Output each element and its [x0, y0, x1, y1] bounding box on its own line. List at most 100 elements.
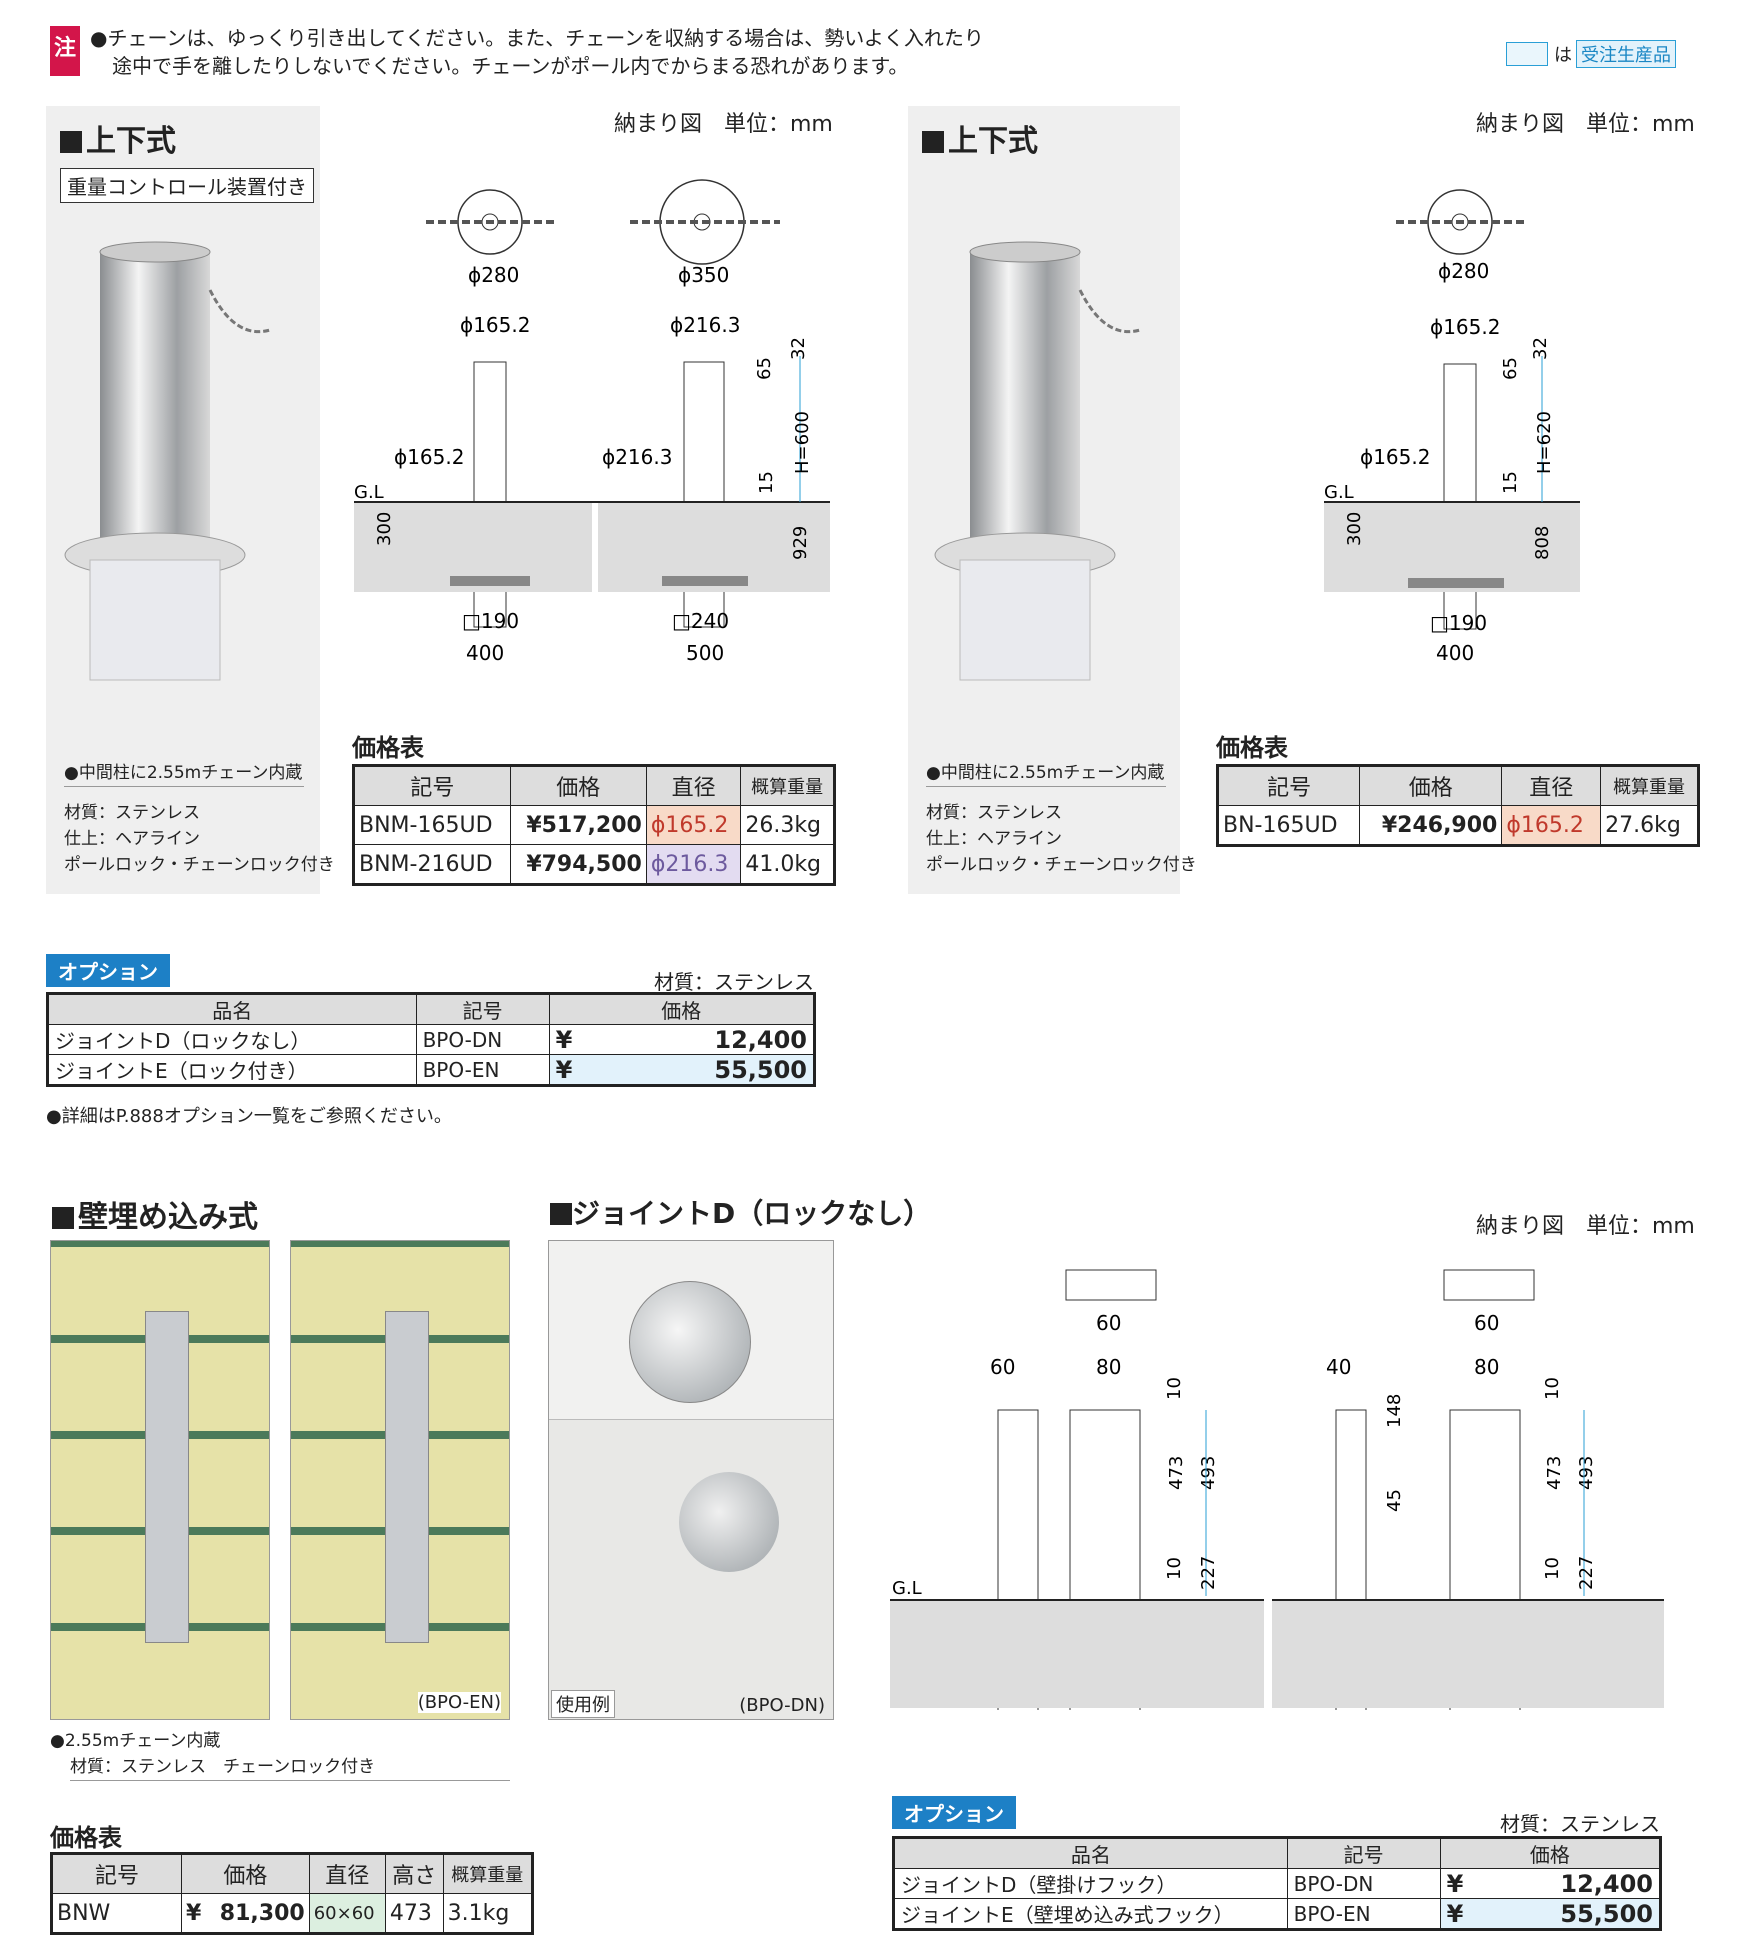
- dim-c9: H=620: [1534, 411, 1555, 474]
- th-code: 記号: [1286, 1837, 1441, 1869]
- joint-cap-icon: [629, 1281, 751, 1403]
- dim-b9: 15: [756, 471, 777, 494]
- dim-e7: 473: [1544, 1456, 1565, 1490]
- row-weight: 41.0kg: [740, 844, 835, 885]
- dim-c4: 300: [1344, 512, 1365, 546]
- row-price: ¥517,200: [509, 805, 647, 845]
- th-price: 価格: [181, 1853, 310, 1894]
- dim-d8: 227: [1198, 1556, 1219, 1590]
- table-row: ジョイントE（壁埋め込み式フック） BPO-EN ¥ 55,500: [893, 1898, 1661, 1930]
- row-height: 473: [384, 1893, 444, 1934]
- option1-badge: オプション: [46, 954, 170, 987]
- th-price: 価格: [509, 765, 647, 806]
- dim-b1: ϕ350: [678, 263, 729, 287]
- section1-spec3: ポールロック・チェーンロック付き: [64, 855, 335, 875]
- th-code: 記号: [51, 1853, 182, 1894]
- section2-drawing: ϕ280 ϕ165.2 ϕ165.2 G.L 300 □190 400 65 3…: [1324, 189, 1580, 665]
- dim-e4: 148: [1384, 1394, 1405, 1428]
- dim-c1: ϕ280: [1438, 259, 1489, 283]
- note-badge: 注: [50, 26, 80, 76]
- th-price: 価格: [1439, 1837, 1662, 1869]
- dim-d5: 473: [1166, 1456, 1187, 1490]
- dim-b5: 500: [686, 641, 724, 665]
- dim-a1: ϕ280: [468, 263, 519, 287]
- row-price: 81,300: [207, 1893, 310, 1934]
- row-code: BPO-DN: [415, 1024, 550, 1055]
- dim-e3: 80: [1474, 1355, 1499, 1379]
- th-height: 高さ: [384, 1853, 444, 1894]
- row-dia: ϕ165.2: [1501, 805, 1602, 846]
- section1-spec1: 材質：ステンレス: [64, 803, 200, 823]
- dim-b6: 65: [754, 357, 775, 380]
- note-text: ●チェーンは、ゆっくり引き出してください。また、チェーンを収納する場合は、勢いよ…: [90, 24, 990, 80]
- section4-title: ジョイントD（ロックなし）: [550, 1192, 931, 1232]
- joint-usage-photo: 使用例 (BPO-DN): [549, 1419, 833, 1719]
- table-row: BNM-165UD ¥517,200 ϕ165.2 26.3kg: [353, 805, 835, 845]
- wall-plate: [385, 1311, 429, 1643]
- dim-c2: ϕ165.2: [1430, 315, 1500, 339]
- option2-material: 材質：ステンレス: [1500, 1812, 1660, 1836]
- section5-drawing: 60 60 60 80 40 80 10 473 493 10 227 148 …: [890, 1269, 1664, 1710]
- dim-c6: 400: [1436, 641, 1474, 665]
- row-price: 55,500: [606, 1054, 816, 1086]
- section2-price-title: 価格表: [1216, 734, 1288, 762]
- dim-a6: 400: [466, 641, 504, 665]
- row-yen: ¥: [1439, 1868, 1488, 1899]
- dim-b4: □240: [672, 609, 729, 633]
- row-code: BPO-EN: [415, 1054, 550, 1086]
- th-code: 記号: [1216, 765, 1361, 806]
- section1-feature: ●中間柱に2.55mチェーン内蔵: [64, 760, 304, 787]
- table-row: BNW ¥ 81,300 60×60 473 3.1kg: [51, 1893, 534, 1934]
- section3-price-title: 価格表: [50, 1824, 122, 1852]
- th-weight: 概算重量: [442, 1853, 534, 1894]
- dim-b3: ϕ216.3: [602, 445, 672, 469]
- row-price: 12,400: [606, 1024, 816, 1055]
- option1-footnote: ●詳細はP.888オプション一覧をご参照ください。: [46, 1106, 452, 1127]
- section1-price-title: 価格表: [352, 734, 424, 762]
- dim-gl-5: G.L: [892, 1578, 922, 1599]
- dim-e6: 10: [1542, 1377, 1563, 1400]
- row-yen: ¥: [548, 1024, 607, 1055]
- bollard-photo-2: [934, 241, 1141, 681]
- th-code: 記号: [415, 993, 550, 1025]
- section2-title: 上下式: [922, 116, 1038, 160]
- option1-table: 品名 記号 価格 ジョイントD（ロックなし） BPO-DN ¥ 12,400 ジ…: [46, 992, 816, 1087]
- dim-d2: 60: [990, 1355, 1015, 1379]
- bollard-photo-1: [64, 241, 271, 681]
- dim-b7: 32: [788, 337, 809, 360]
- section1-unit-label: 納まり図 単位：mm: [614, 112, 833, 137]
- row-code: BPO-EN: [1286, 1898, 1441, 1930]
- row-yen: ¥: [1439, 1898, 1488, 1930]
- dim-a4: 300: [374, 512, 395, 546]
- table-row: BN-165UD ¥246,900 ϕ165.2 27.6kg: [1216, 805, 1699, 846]
- section4-title-marker: [550, 1203, 572, 1225]
- section2-spec2: 仕上：ヘアライン: [926, 829, 1062, 849]
- section4-title-text: ジョイントD（ロックなし）: [572, 1197, 932, 1230]
- th-dia: 直径: [1501, 765, 1602, 806]
- row-code: BNM-216UD: [353, 844, 511, 885]
- dim-e10: 227: [1576, 1556, 1597, 1590]
- row-code: BN-165UD: [1216, 805, 1361, 846]
- row-yen: ¥: [181, 1893, 208, 1934]
- option2-table: 品名 記号 価格 ジョイントD（壁掛けフック） BPO-DN ¥ 12,400 …: [892, 1836, 1662, 1931]
- section2-unit-label: 納まり図 単位：mm: [1476, 112, 1695, 137]
- dim-b2: ϕ216.3: [670, 313, 740, 337]
- row-name: ジョイントD（ロックなし）: [47, 1024, 417, 1055]
- dim-b10: 929: [790, 526, 811, 560]
- made-to-order-swatch: [1506, 42, 1548, 66]
- dim-e8: 493: [1576, 1456, 1597, 1490]
- th-code: 記号: [353, 765, 511, 806]
- section5-unit-label: 納まり図 単位：mm: [1476, 1214, 1695, 1239]
- dim-d4: 10: [1164, 1377, 1185, 1400]
- row-dia: 60×60: [308, 1893, 386, 1934]
- row-price: ¥794,500: [509, 844, 647, 885]
- dim-gl-2: G.L: [1324, 482, 1354, 503]
- row-price: 55,500: [1487, 1898, 1661, 1930]
- section2-spec3: ポールロック・チェーンロック付き: [926, 855, 1197, 875]
- section1-price-table: 記号 価格 直径 概算重量 BNM-165UD ¥517,200 ϕ165.2 …: [352, 764, 836, 886]
- made-to-order-legend: は 受注生産品: [1506, 40, 1676, 68]
- dim-d1: 60: [1096, 1311, 1121, 1335]
- joint-caption: (BPO-DN): [739, 1695, 825, 1716]
- section2-price-table: 記号 価格 直径 概算重量 BN-165UD ¥246,900 ϕ165.2 2…: [1216, 764, 1700, 847]
- joint-usage-label: 使用例: [551, 1690, 615, 1718]
